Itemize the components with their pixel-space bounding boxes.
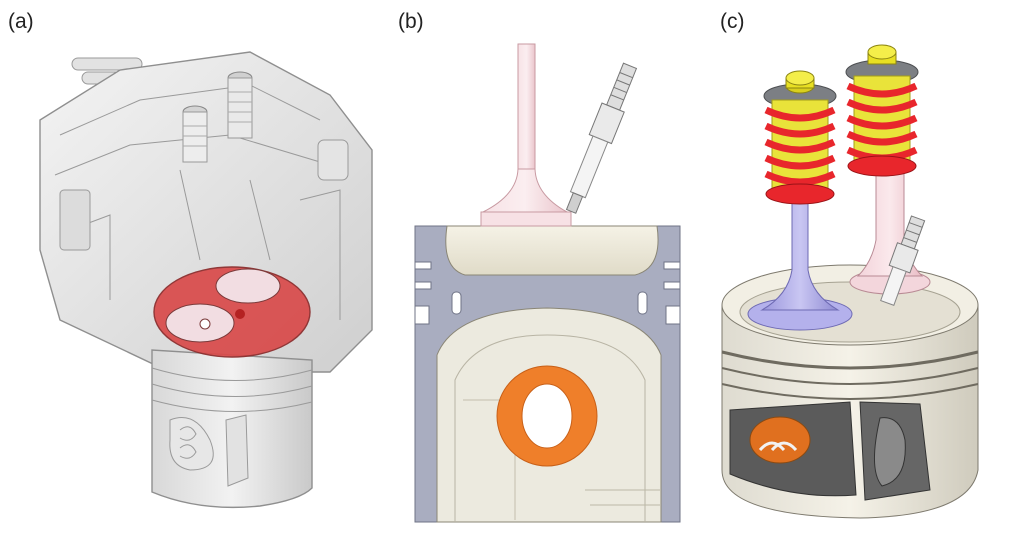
piston-body (721, 264, 979, 519)
head-block-details (54, 84, 349, 320)
spark-plug (565, 62, 638, 214)
exhaust-valve (747, 199, 853, 331)
combustion-face (153, 266, 311, 358)
panel-label-b: (b) (398, 10, 424, 33)
intake-valve (480, 43, 572, 227)
valve-spring-right (845, 44, 919, 177)
cylinder-head-assembly-illustration (39, 51, 373, 509)
valve-train-assembly-illustration (721, 44, 979, 519)
liner-details (151, 367, 313, 487)
piston-cross-section-illustration (414, 43, 681, 523)
valve-spring-left (763, 70, 837, 205)
spark-plug-c (880, 215, 926, 306)
pin-bore (496, 365, 598, 467)
panel-label-c: (c) (720, 10, 745, 33)
piston-crown-bowl (445, 225, 659, 276)
panel-label-a: (a) (8, 10, 34, 33)
ring-grooves (414, 261, 681, 325)
valve-springs-head (182, 71, 253, 163)
